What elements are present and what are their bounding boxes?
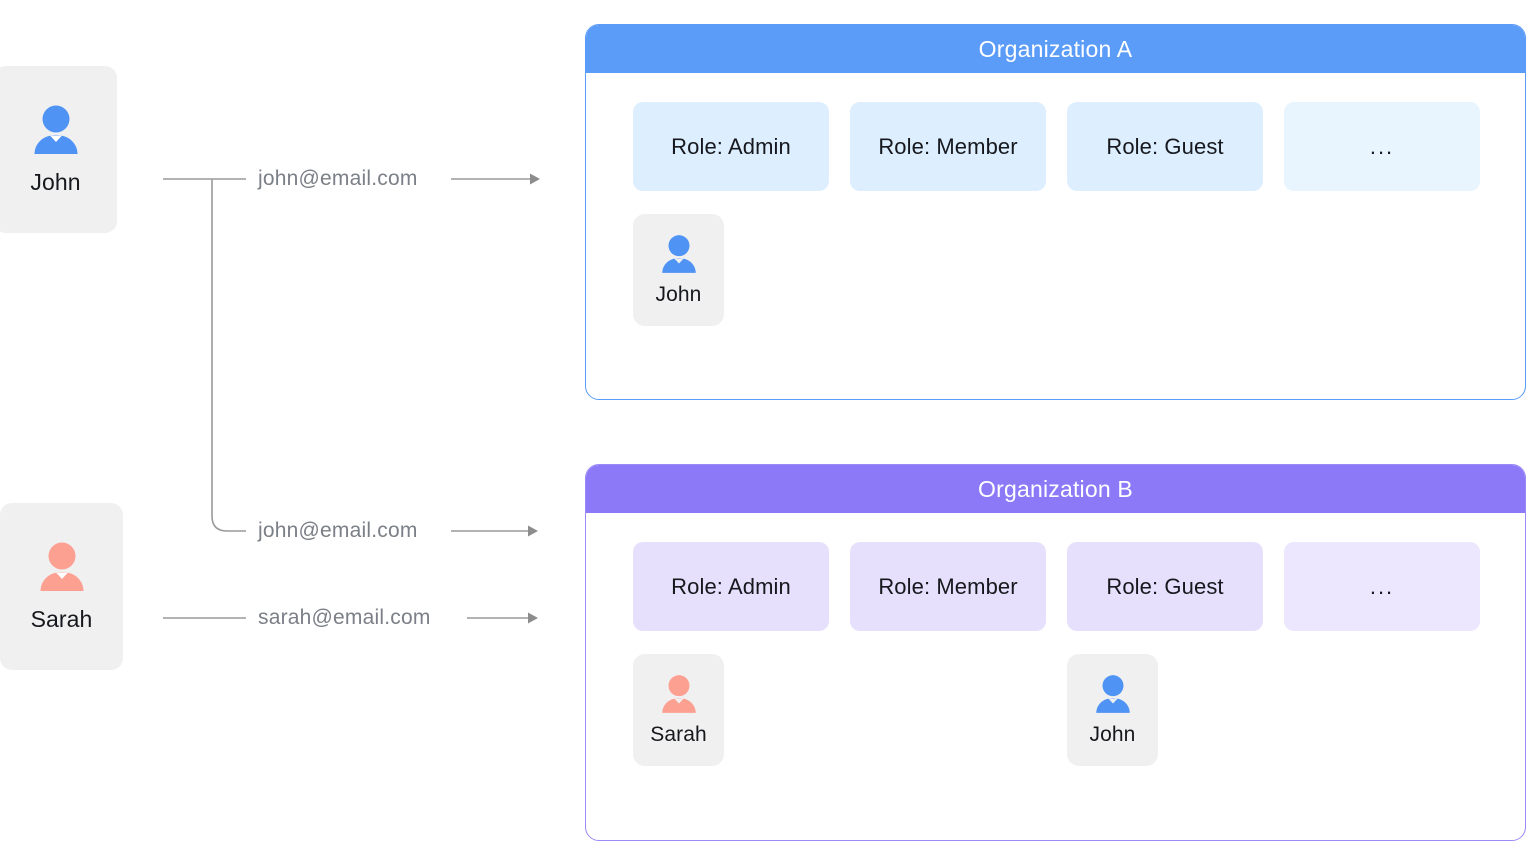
person-icon (1092, 673, 1134, 717)
org-member-card-sarah[interactable]: Sarah (633, 654, 724, 766)
edge-label-john-org-a: john@email.com (258, 167, 418, 190)
org-a-member-row: John (633, 214, 1493, 334)
person-name: Sarah (30, 606, 93, 632)
person-icon (35, 540, 89, 596)
role-chip-guest[interactable]: Role: Guest (1067, 102, 1263, 191)
person-icon (658, 673, 700, 717)
arrowhead-org-b-sarah (528, 612, 538, 624)
role-chip-more[interactable]: ... (1284, 542, 1480, 631)
person-name: John (30, 169, 81, 195)
role-chip-admin[interactable]: Role: Admin (633, 542, 829, 631)
edge-label-john-org-b: john@email.com (258, 519, 418, 542)
org-member-name: Sarah (650, 723, 707, 746)
role-chip-member[interactable]: Role: Member (850, 542, 1046, 631)
arrowhead-org-a (530, 173, 540, 185)
org-a-body: Role: Admin Role: Member Role: Guest ...… (586, 73, 1525, 399)
organization-panel-a: Organization A Role: Admin Role: Member … (585, 24, 1526, 400)
role-chip-guest[interactable]: Role: Guest (1067, 542, 1263, 631)
org-member-name: John (1089, 723, 1136, 746)
person-card-sarah[interactable]: Sarah (0, 503, 123, 670)
org-a-role-row: Role: Admin Role: Member Role: Guest ... (633, 102, 1480, 191)
ellipsis-icon: ... (1369, 573, 1395, 599)
role-chip-admin[interactable]: Role: Admin (633, 102, 829, 191)
org-member-name: John (655, 283, 702, 306)
person-icon (658, 233, 700, 277)
org-b-member-row: Sarah John (633, 654, 1493, 774)
org-member-card-john[interactable]: John (1067, 654, 1158, 766)
arrowhead-org-b-john (528, 525, 538, 537)
edge-label-sarah-org-b: sarah@email.com (258, 606, 431, 629)
organization-panel-b: Organization B Role: Admin Role: Member … (585, 464, 1526, 841)
ellipsis-icon: ... (1369, 133, 1395, 159)
role-chip-member[interactable]: Role: Member (850, 102, 1046, 191)
org-b-body: Role: Admin Role: Member Role: Guest ...… (586, 513, 1525, 840)
connector-john-branch-vertical (211, 179, 246, 532)
org-a-title: Organization A (586, 25, 1525, 73)
person-icon (29, 103, 83, 159)
role-chip-more[interactable]: ... (1284, 102, 1480, 191)
person-card-john[interactable]: John (0, 66, 117, 233)
org-b-title: Organization B (586, 465, 1525, 513)
org-b-role-row: Role: Admin Role: Member Role: Guest ... (633, 542, 1480, 631)
org-member-card-john[interactable]: John (633, 214, 724, 326)
